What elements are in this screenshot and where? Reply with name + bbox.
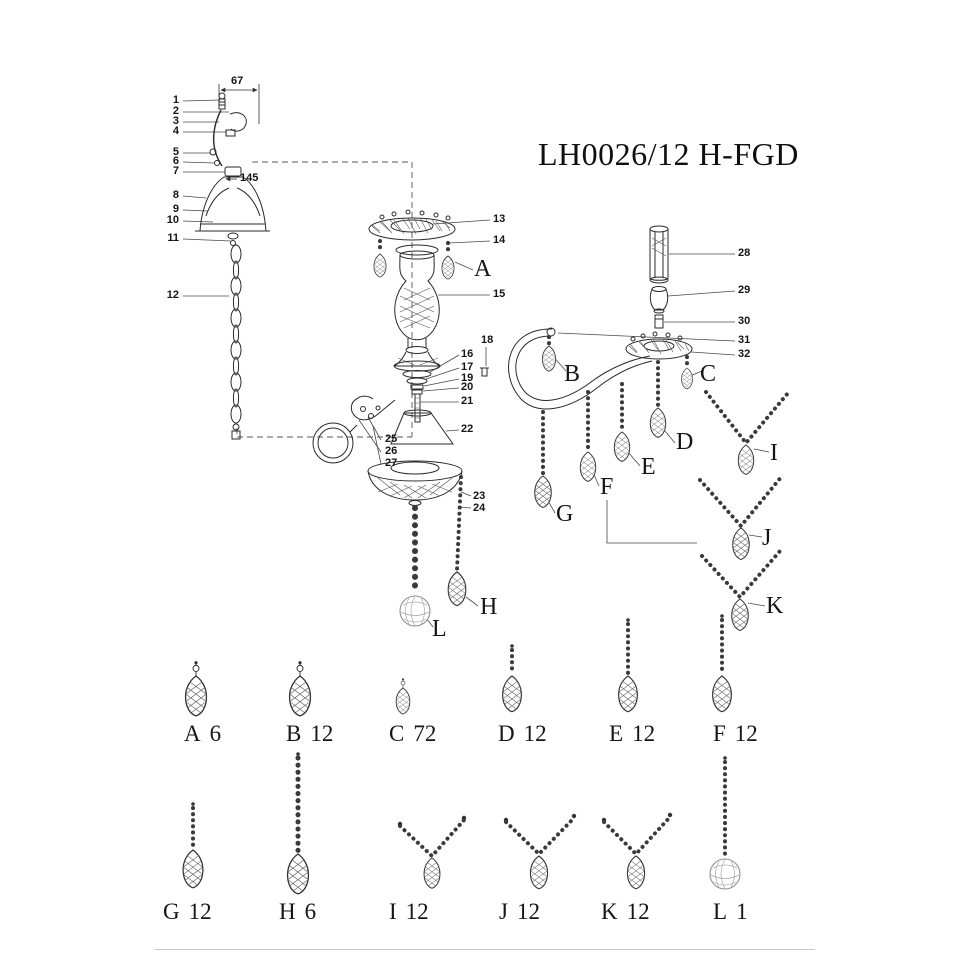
part-label-17: 17 [461,361,474,373]
legend-letter: F [713,721,726,746]
legend-qty: 6 [209,721,222,746]
legend-item-d: D 12 [498,722,547,745]
legend-letter: C [389,721,405,746]
part-label-26: 26 [385,445,398,457]
part-label-23: 23 [473,490,486,502]
assembly-letter-j: J [762,525,772,551]
arm-pendants [534,335,790,632]
legend-qty: 12 [188,899,212,924]
legend-item-g: G 12 [163,900,212,923]
legend-letter: G [163,899,180,924]
legend-qty: 12 [516,899,540,924]
assembly-letter-a: A [474,256,492,282]
legend-letter: L [713,899,728,924]
legend-qty: 1 [736,899,748,924]
assembly-letter-h: H [480,594,498,620]
legend-item-k: K 12 [601,900,650,923]
assembly-letter-l: L [432,616,447,642]
part-label-28: 28 [738,247,751,259]
ceiling-mount-assembly [195,92,270,440]
part-label-11: 11 [167,232,179,244]
part-label-9: 9 [172,203,179,215]
legend-graphics-row1 [185,614,733,718]
part-label-2: 2 [172,105,179,117]
part-label-6: 6 [172,155,179,167]
legend-graphics-row2 [182,752,741,896]
arm-assembly [508,225,693,410]
part-label-7: 7 [172,165,179,177]
candle-assembly [312,209,489,506]
legend-letter: A [184,721,201,746]
candle-pendants [373,239,466,627]
legend-qty: 12 [632,721,656,746]
model-number-title: LH0026/12 H-FGD [538,136,799,172]
legend-qty: 12 [310,721,334,746]
assembly-letter-b: B [564,361,581,387]
legend-letter: J [499,899,508,924]
part-label-20: 20 [461,381,474,393]
legend-item-i: I 12 [389,900,429,923]
legend-letter: E [609,721,624,746]
legend-item-f: F 12 [713,722,758,745]
part-label-13: 13 [493,213,506,225]
assembly-letter-c: C [700,361,717,387]
part-label-1: 1 [172,94,179,106]
part-label-12: 12 [166,289,179,301]
dashed-reference-lines [236,161,413,438]
part-label-31: 31 [738,334,751,346]
part-label-22: 22 [461,423,474,435]
assembly-letter-d: D [676,429,694,455]
part-label-29: 29 [738,284,751,296]
legend-qty: 12 [734,721,758,746]
dimension-label-67: 67 [231,75,244,87]
legend-letter: K [601,899,618,924]
legend-qty: 12 [626,899,650,924]
part-label-32: 32 [738,348,751,360]
legend-item-e: E 12 [609,722,655,745]
legend-letter: H [279,899,296,924]
part-label-19: 19 [461,372,474,384]
part-label-14: 14 [493,234,506,246]
bottom-divider [155,949,815,950]
part-label-21: 21 [461,395,474,407]
part-label-27: 27 [385,457,398,469]
assembly-letter-g: G [556,501,574,527]
part-label-18: 18 [481,334,494,346]
part-label-10: 10 [166,214,179,226]
part-label-8: 8 [172,189,179,201]
part-label-25: 25 [385,433,398,445]
dimension-label-145: 145 [240,172,259,184]
legend-letter: D [498,721,515,746]
legend-item-j: J 12 [499,900,540,923]
part-label-24: 24 [473,502,486,514]
part-label-30: 30 [738,315,751,327]
part-label-3: 3 [172,115,179,127]
assembly-letter-i: I [770,440,778,466]
part-label-15: 15 [493,288,506,300]
part-label-5: 5 [172,146,179,158]
legend-letter: I [389,899,397,924]
legend-qty: 12 [523,721,547,746]
assembly-letter-f: F [600,474,614,500]
part-label-16: 16 [461,348,474,360]
legend-qty: 12 [405,899,429,924]
legend-letter: B [286,721,302,746]
legend-item-c: C 72 [389,722,436,745]
legend-qty: 6 [304,899,317,924]
part-label-4: 4 [172,125,179,137]
assembly-letter-e: E [641,454,656,480]
dimension-lines [218,84,260,182]
assembly-letter-k: K [766,593,784,619]
legend-item-b: B 12 [286,722,333,745]
legend-qty: 72 [413,721,437,746]
leader-lines [182,99,770,628]
